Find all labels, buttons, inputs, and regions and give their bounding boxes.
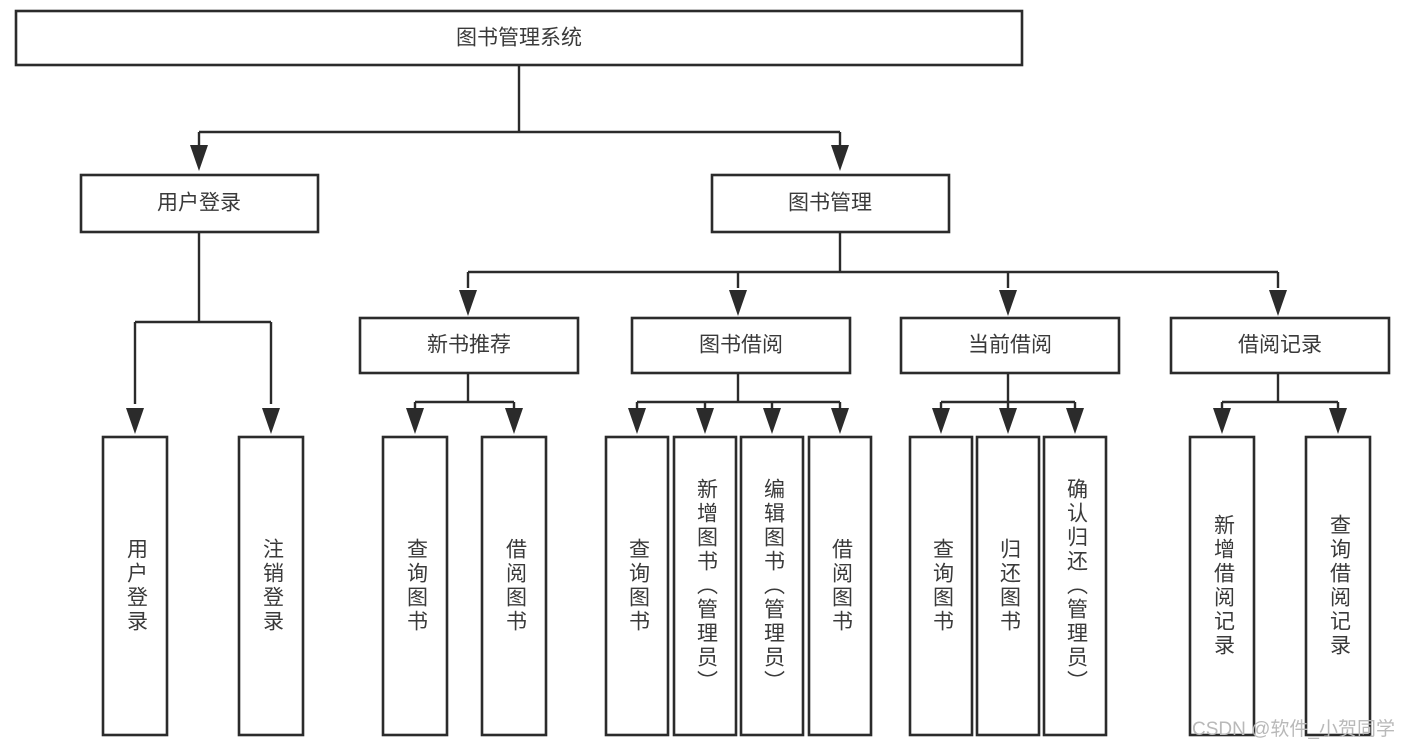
arrow-leaf-borrow-book-1 [505, 408, 523, 434]
node-leaf-query-record-label: 查询借阅记录 [1327, 514, 1351, 658]
arrow-leaf-query-book-1 [406, 408, 424, 434]
node-book-borrow-box[interactable] [630, 316, 852, 375]
node-leaf-query-book-2[interactable]: 查询图书 [604, 435, 670, 737]
arrow-to-current-borrow [999, 290, 1017, 316]
arrow-to-user-login [190, 145, 208, 171]
node-leaf-query-book-3-label: 查询图书 [930, 538, 954, 634]
node-user-login[interactable]: 用户登录 [79, 173, 320, 234]
node-leaf-add-book[interactable]: 新增图书（管理员） [672, 435, 738, 737]
node-leaf-edit-book-box[interactable] [739, 435, 805, 737]
watermark: CSDN @软件_小贺同学 [1192, 719, 1395, 740]
node-root-box[interactable] [14, 9, 1024, 67]
arrow-leaf-query-record [1329, 408, 1347, 434]
node-book-management-label: 图书管理 [788, 192, 872, 215]
arrow-to-new-book-recommend [459, 290, 477, 316]
node-leaf-add-record-box[interactable] [1188, 435, 1256, 737]
node-new-book-recommend-label: 新书推荐 [427, 334, 511, 357]
node-leaf-add-record[interactable]: 新增借阅记录 [1188, 435, 1256, 737]
node-leaf-query-book-1[interactable]: 查询图书 [381, 435, 449, 737]
node-borrow-record-label: 借阅记录 [1238, 334, 1322, 357]
node-leaf-confirm-return-box[interactable] [1042, 435, 1108, 737]
node-leaf-borrow-book-2-label: 借阅图书 [829, 538, 853, 634]
node-leaf-query-book-3[interactable]: 查询图书 [908, 435, 974, 737]
arrow-to-book-management [831, 145, 849, 171]
arrow-to-book-borrow [729, 290, 747, 316]
node-leaf-confirm-return[interactable]: 确认归还（管理员） [1042, 435, 1108, 737]
node-leaf-user-logout-box[interactable] [237, 435, 305, 737]
node-leaf-add-record-label: 新增借阅记录 [1211, 514, 1235, 658]
node-book-management-box[interactable] [710, 173, 951, 234]
node-user-login-label: 用户登录 [157, 192, 241, 215]
node-new-book-recommend-box[interactable] [358, 316, 580, 375]
node-book-borrow[interactable]: 图书借阅 [630, 316, 852, 375]
node-current-borrow[interactable]: 当前借阅 [899, 316, 1121, 375]
node-leaf-borrow-book-1-box[interactable] [480, 435, 548, 737]
node-leaf-query-book-1-box[interactable] [381, 435, 449, 737]
arrow-leaf-query-book-2 [628, 408, 646, 434]
node-root[interactable]: 图书管理系统 [14, 9, 1024, 67]
node-book-borrow-label: 图书借阅 [699, 334, 783, 357]
arrow-leaf-confirm-return [1066, 408, 1084, 434]
node-leaf-query-book-1-label: 查询图书 [404, 538, 428, 634]
node-leaf-return-book[interactable]: 归还图书 [975, 435, 1041, 737]
node-leaf-query-book-2-box[interactable] [604, 435, 670, 737]
node-leaf-query-record-box[interactable] [1304, 435, 1372, 737]
node-current-borrow-label: 当前借阅 [968, 334, 1052, 357]
node-leaf-add-book-box[interactable] [672, 435, 738, 737]
node-leaf-borrow-book-1[interactable]: 借阅图书 [480, 435, 548, 737]
node-leaf-user-login-label: 用户登录 [124, 538, 148, 634]
node-leaf-query-book-3-box[interactable] [908, 435, 974, 737]
node-root-label: 图书管理系统 [456, 27, 582, 50]
node-leaf-borrow-book-2-box[interactable] [807, 435, 873, 737]
node-leaf-query-record[interactable]: 查询借阅记录 [1304, 435, 1372, 737]
node-leaf-borrow-book-2[interactable]: 借阅图书 [807, 435, 873, 737]
node-borrow-record-box[interactable] [1169, 316, 1391, 375]
node-user-login-box[interactable] [79, 173, 320, 234]
node-leaf-borrow-book-1-label: 借阅图书 [503, 538, 527, 634]
node-leaf-add-book-label: 新增图书（管理员） [694, 478, 718, 694]
node-leaf-edit-book-label: 编辑图书（管理员） [761, 478, 785, 694]
connector-layer [126, 65, 1347, 434]
node-book-management[interactable]: 图书管理 [710, 173, 951, 234]
arrow-leaf-add-book [696, 408, 714, 434]
node-leaf-return-book-label: 归还图书 [997, 538, 1021, 634]
arrow-leaf-user-logout [262, 408, 280, 434]
node-leaf-user-logout[interactable]: 注销登录 [237, 435, 305, 737]
arrow-leaf-borrow-book-2 [831, 408, 849, 434]
arrow-leaf-add-record [1213, 408, 1231, 434]
node-leaf-confirm-return-label: 确认归还（管理员） [1064, 478, 1088, 694]
node-leaf-user-login-box[interactable] [101, 435, 169, 737]
node-leaf-query-book-2-label: 查询图书 [626, 538, 650, 634]
node-leaf-edit-book[interactable]: 编辑图书（管理员） [739, 435, 805, 737]
arrow-leaf-user-login [126, 408, 144, 434]
arrow-to-borrow-record [1269, 290, 1287, 316]
node-leaf-user-login[interactable]: 用户登录 [101, 435, 169, 737]
node-leaf-return-book-box[interactable] [975, 435, 1041, 737]
node-current-borrow-box[interactable] [899, 316, 1121, 375]
node-borrow-record[interactable]: 借阅记录 [1169, 316, 1391, 375]
node-new-book-recommend[interactable]: 新书推荐 [358, 316, 580, 375]
arrow-leaf-return-book [999, 408, 1017, 434]
arrow-leaf-query-book-3 [932, 408, 950, 434]
node-leaf-user-logout-label: 注销登录 [260, 538, 284, 634]
arrow-leaf-edit-book [763, 408, 781, 434]
